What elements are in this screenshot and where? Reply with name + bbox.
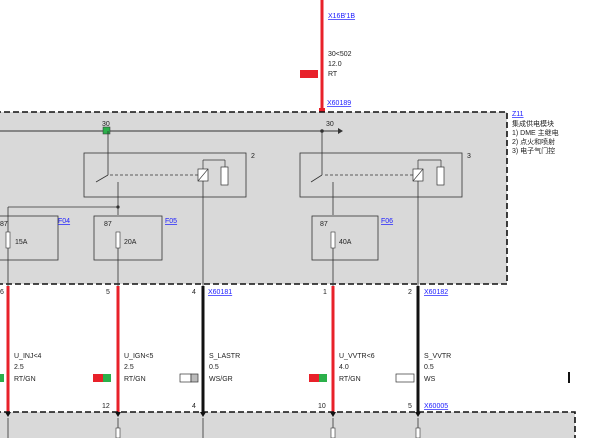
edge-marker: [568, 372, 570, 383]
pin-bottom-2: 4: [192, 403, 196, 410]
pin-top-1: 6: [0, 289, 4, 296]
module-line-4: 3) 电子气门控: [512, 146, 555, 155]
pin-bottom-4: 5: [408, 403, 412, 410]
fuse-2-pin: 87: [104, 221, 112, 228]
fuse-3-link[interactable]: F06: [381, 218, 393, 225]
wire-2-size: 2.5: [124, 364, 134, 371]
fuse-2-element: [115, 231, 121, 249]
module-line-1: 集成供电模块: [512, 119, 554, 128]
relay-2-number: 2: [251, 153, 255, 160]
relay-3-contact: [310, 174, 323, 183]
relay-3-coil-diag: [412, 168, 424, 182]
fuse-3-element: [330, 231, 336, 249]
wire-3-swatch-white: [179, 373, 192, 383]
supply-wire-color: RT: [328, 71, 338, 78]
fuse-box-3: [311, 215, 379, 261]
supply-wire-size: 12.0: [328, 61, 342, 68]
connector-x60005-label[interactable]: X60005: [424, 403, 448, 410]
module-line-2: 1) DME 主继电: [512, 128, 559, 137]
fuse-1-pin: 87: [0, 221, 8, 228]
module-id[interactable]: Z11: [512, 111, 524, 118]
wire-1-name: U_INJ<4: [14, 353, 42, 360]
bus-label-right: 30: [326, 121, 334, 128]
fuse-box-2: [93, 215, 163, 261]
wire-5-color: WS: [424, 376, 436, 383]
connector-top-label[interactable]: X16B'1B: [328, 13, 355, 20]
bus-label-left: 30: [102, 121, 110, 128]
wire-2-swatch-red: [93, 374, 103, 382]
supply-wire-color-swatch: [300, 70, 318, 78]
wire-2-swatch-green: [103, 374, 111, 382]
wire-5-name: S_VVTR: [424, 353, 451, 360]
wire-1-swatch: [0, 374, 4, 382]
relay-3-number: 3: [467, 153, 471, 160]
bottom-connector-box: [0, 411, 576, 438]
wire-4-swatch-red: [309, 374, 319, 382]
wire-5-swatch: [395, 373, 415, 383]
wire-3-color: WS/GR: [209, 376, 233, 383]
wire-4-color: RT/GN: [339, 376, 361, 383]
wire-4-swatch-green: [319, 374, 327, 382]
pin-top-4: 1: [323, 289, 327, 296]
module-line-3: 2) 点火和喷射: [512, 137, 555, 146]
wire-3-size: 0.5: [209, 364, 219, 371]
wire-2-color: RT/GN: [124, 376, 146, 383]
fuse-1-rating: 15A: [15, 239, 28, 246]
power-module-box: [0, 111, 508, 285]
fuse-1-link[interactable]: F04: [58, 218, 70, 225]
pin-top-5: 2: [408, 289, 412, 296]
connector-x60182-label[interactable]: X60182: [424, 289, 448, 296]
relay-3-resistor: [436, 166, 445, 186]
relay-2-contact: [95, 174, 109, 183]
pin-bottom-3: 10: [318, 403, 326, 410]
relay-2-resistor: [220, 166, 229, 186]
wire-4-size: 4.0: [339, 364, 349, 371]
supply-connector-pin: [319, 108, 325, 112]
bottom-pin-markers: [5, 412, 421, 438]
fuse-1-element: [5, 231, 11, 249]
wire-2-name: U_IGN<5: [124, 353, 153, 360]
supply-wire-code: 30<502: [328, 51, 352, 58]
pin-top-2: 5: [106, 289, 110, 296]
connector-x60189-label[interactable]: X60189: [327, 100, 351, 107]
bus-green-marker: [102, 126, 111, 135]
connector-x60181-label[interactable]: X60181: [208, 289, 232, 296]
wire-5-size: 0.5: [424, 364, 434, 371]
wire-3-name: S_LASTR: [209, 353, 240, 360]
fuse-3-pin: 87: [320, 221, 328, 228]
wire-3-swatch-grey: [190, 373, 199, 383]
fuse-2-link[interactable]: F05: [165, 218, 177, 225]
wire-1-size: 2.5: [14, 364, 24, 371]
fuse-3-rating: 40A: [339, 239, 352, 246]
wire-1-color: RT/GN: [14, 376, 36, 383]
fuse-2-rating: 20A: [124, 239, 137, 246]
relay-2-coil-diag: [197, 168, 209, 182]
bus-arrow: [338, 128, 343, 134]
wire-4-name: U_VVTR<6: [339, 353, 375, 360]
pin-bottom-1: 12: [102, 403, 110, 410]
pin-top-3: 4: [192, 289, 196, 296]
